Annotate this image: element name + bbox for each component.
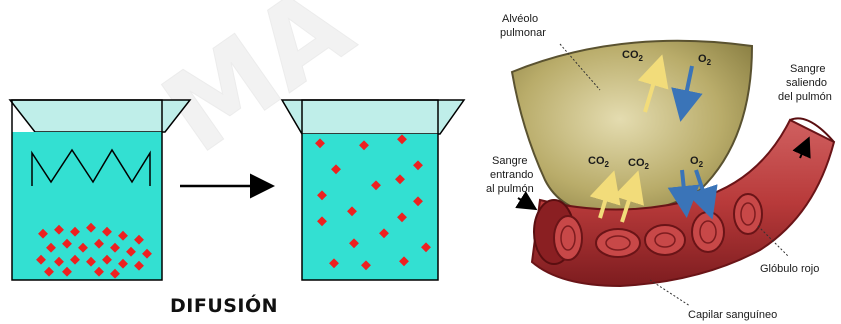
beaker-before <box>10 100 190 280</box>
label-alveolo: Alvéolo pulmonar <box>500 13 546 39</box>
label-sangre-entrando: Sangre entrando al pulmón <box>486 155 537 195</box>
beaker-after-rim <box>282 100 464 134</box>
capilar-leader <box>650 280 690 306</box>
blood-in-arrow <box>518 198 534 208</box>
label-capilar: Capilar sanguíneo <box>688 309 777 321</box>
beaker-before-rim <box>10 100 190 132</box>
label-sangre-saliendo: Sangre saliendo del pulmón <box>778 63 832 103</box>
beaker-before-water <box>12 132 162 280</box>
diffusion-caption: DIFUSIÓN <box>170 293 278 317</box>
label-globulo-rojo: Glóbulo rojo <box>760 263 819 275</box>
beaker-after-water <box>302 134 438 280</box>
beaker-after <box>282 100 464 280</box>
lung-diagram: Alvéolo pulmonar CO2 O2 Sangre saliendo … <box>486 13 834 321</box>
